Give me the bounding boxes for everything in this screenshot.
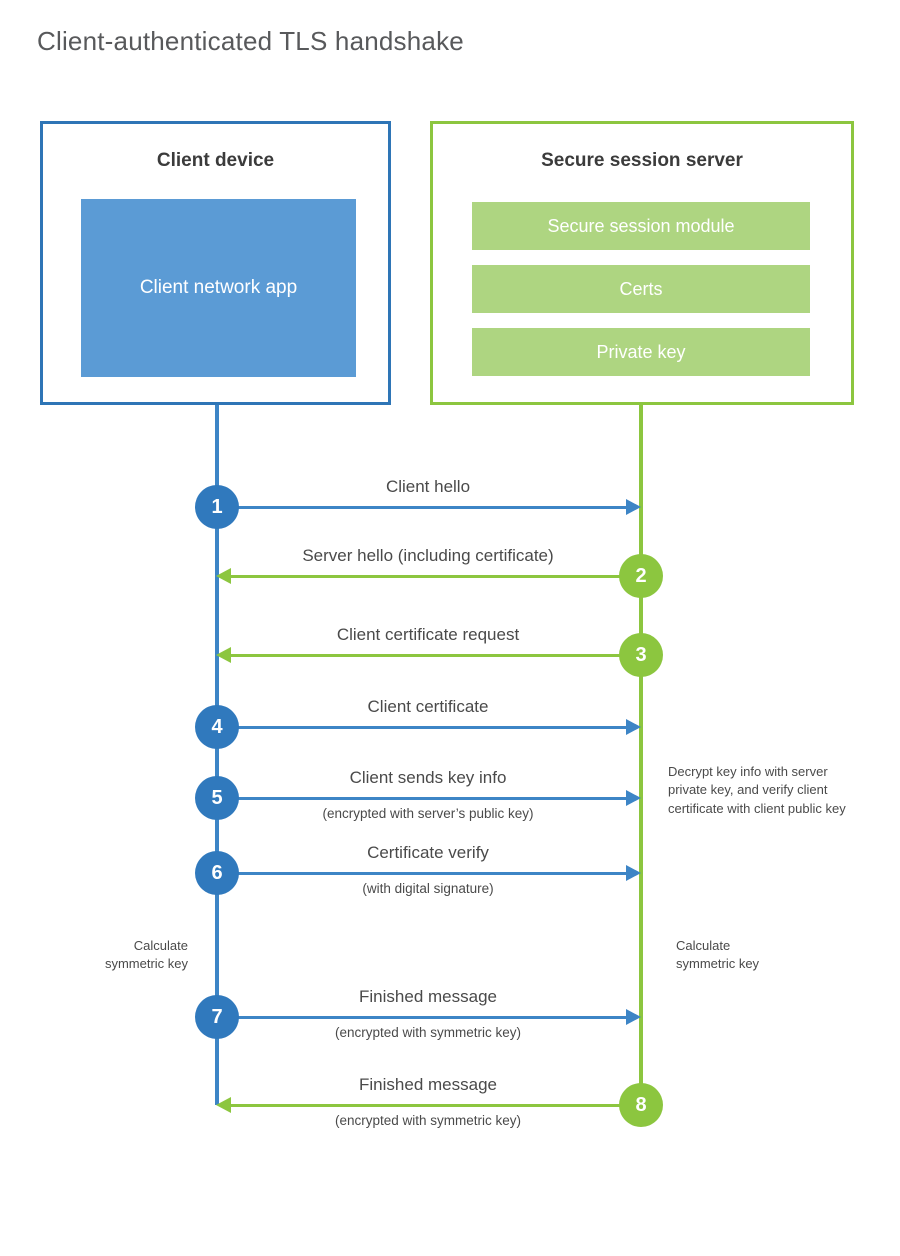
step-badge-2: 2	[619, 554, 663, 598]
server-module-private-key: Private key	[472, 328, 810, 376]
message-arrow-head-7	[626, 1009, 641, 1025]
server-calculate-symmetric-key-note: Calculate symmetric key	[676, 938, 760, 972]
message-arrow-shaft-5	[217, 797, 628, 800]
step-badge-4: 4	[195, 705, 239, 749]
message-arrow-shaft-2	[229, 575, 641, 578]
message-label-4: Client certificate	[367, 697, 489, 716]
message-sublabel-7: (encrypted with symmetric key)	[334, 1025, 522, 1040]
message-arrow-head-4	[626, 719, 641, 735]
page-title: Client-authenticated TLS handshake	[37, 26, 464, 56]
client-device-box: Client device Client network app	[40, 121, 391, 405]
message-arrow-head-2	[216, 568, 231, 584]
message-label-3: Client certificate request	[336, 625, 520, 644]
server-module-secure-session-module: Secure session module	[472, 202, 810, 250]
message-arrow-head-8	[216, 1097, 231, 1113]
step-badge-5: 5	[195, 776, 239, 820]
message-arrow-shaft-6	[217, 872, 628, 875]
message-label-1: Client hello	[385, 477, 471, 496]
message-arrow-shaft-8	[229, 1104, 641, 1107]
server-decrypt-note: Decrypt key info with server private key…	[668, 764, 846, 816]
step-badge-8: 8	[619, 1083, 663, 1127]
message-sublabel-5: (encrypted with server’s public key)	[322, 806, 534, 821]
message-arrow-shaft-3	[229, 654, 641, 657]
server-lifeline	[639, 405, 643, 1105]
message-label-6: Certificate verify	[367, 843, 489, 862]
client-network-app-block: Client network app	[81, 199, 356, 377]
message-arrow-head-6	[626, 865, 641, 881]
client-calculate-symmetric-key-note: Calculate symmetric key	[104, 938, 188, 972]
secure-session-server-title: Secure session server	[541, 150, 743, 171]
secure-session-server-box: Secure session server Secure session mod…	[430, 121, 854, 405]
step-badge-7: 7	[195, 995, 239, 1039]
message-label-5: Client sends key info	[349, 768, 507, 787]
message-label-8: Finished message	[359, 1075, 497, 1094]
step-badge-1: 1	[195, 485, 239, 529]
client-device-title: Client device	[156, 150, 275, 171]
message-arrow-head-3	[216, 647, 231, 663]
message-arrow-shaft-7	[217, 1016, 628, 1019]
message-arrow-head-5	[626, 790, 641, 806]
message-arrow-shaft-4	[217, 726, 628, 729]
message-label-7: Finished message	[359, 987, 497, 1006]
message-arrow-shaft-1	[217, 506, 628, 509]
client-lifeline	[215, 405, 219, 1105]
message-sublabel-8: (encrypted with symmetric key)	[334, 1113, 522, 1128]
step-badge-3: 3	[619, 633, 663, 677]
message-label-2: Server hello (including certificate)	[302, 546, 554, 565]
step-badge-6: 6	[195, 851, 239, 895]
message-arrow-head-1	[626, 499, 641, 515]
message-sublabel-6: (with digital signature)	[362, 881, 494, 896]
server-module-certs: Certs	[472, 265, 810, 313]
